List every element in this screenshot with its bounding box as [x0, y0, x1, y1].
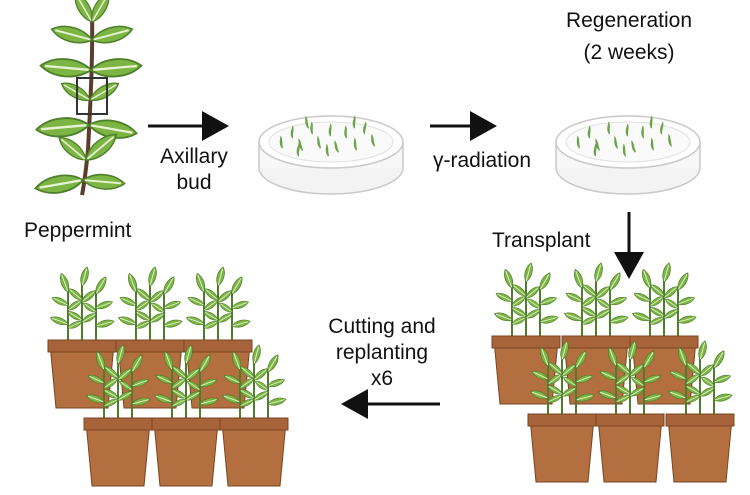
label-regeneration-line2: (2 weeks): [583, 41, 675, 64]
label-transplant: Transplant: [492, 229, 591, 252]
label-regeneration: Regeneration (2 weeks): [548, 8, 710, 66]
label-axillary-bud-line2: bud: [176, 171, 212, 194]
petri-dish-regenerated: [555, 115, 701, 195]
label-peppermint: Peppermint: [24, 219, 132, 242]
replanted-pots-group: [48, 266, 288, 486]
transplanted-pots-group: [492, 262, 734, 482]
label-cutting-line2: replanting: [335, 341, 429, 364]
label-cutting-replanting: Cutting and replanting x6: [304, 314, 460, 392]
label-axillary-bud: Axillary bud: [148, 144, 240, 196]
axillary-bud-highlight-box: [76, 77, 108, 115]
label-axillary-bud-line1: Axillary: [160, 145, 228, 168]
label-cutting-line3: x6: [370, 367, 394, 390]
peppermint-plant-illustration: [32, 0, 144, 198]
label-gamma-radiation: γ-radiation: [432, 149, 532, 172]
label-cutting-line1: Cutting and: [328, 315, 436, 338]
label-regeneration-line1: Regeneration: [565, 9, 693, 32]
petri-dish-explants: [258, 115, 404, 195]
